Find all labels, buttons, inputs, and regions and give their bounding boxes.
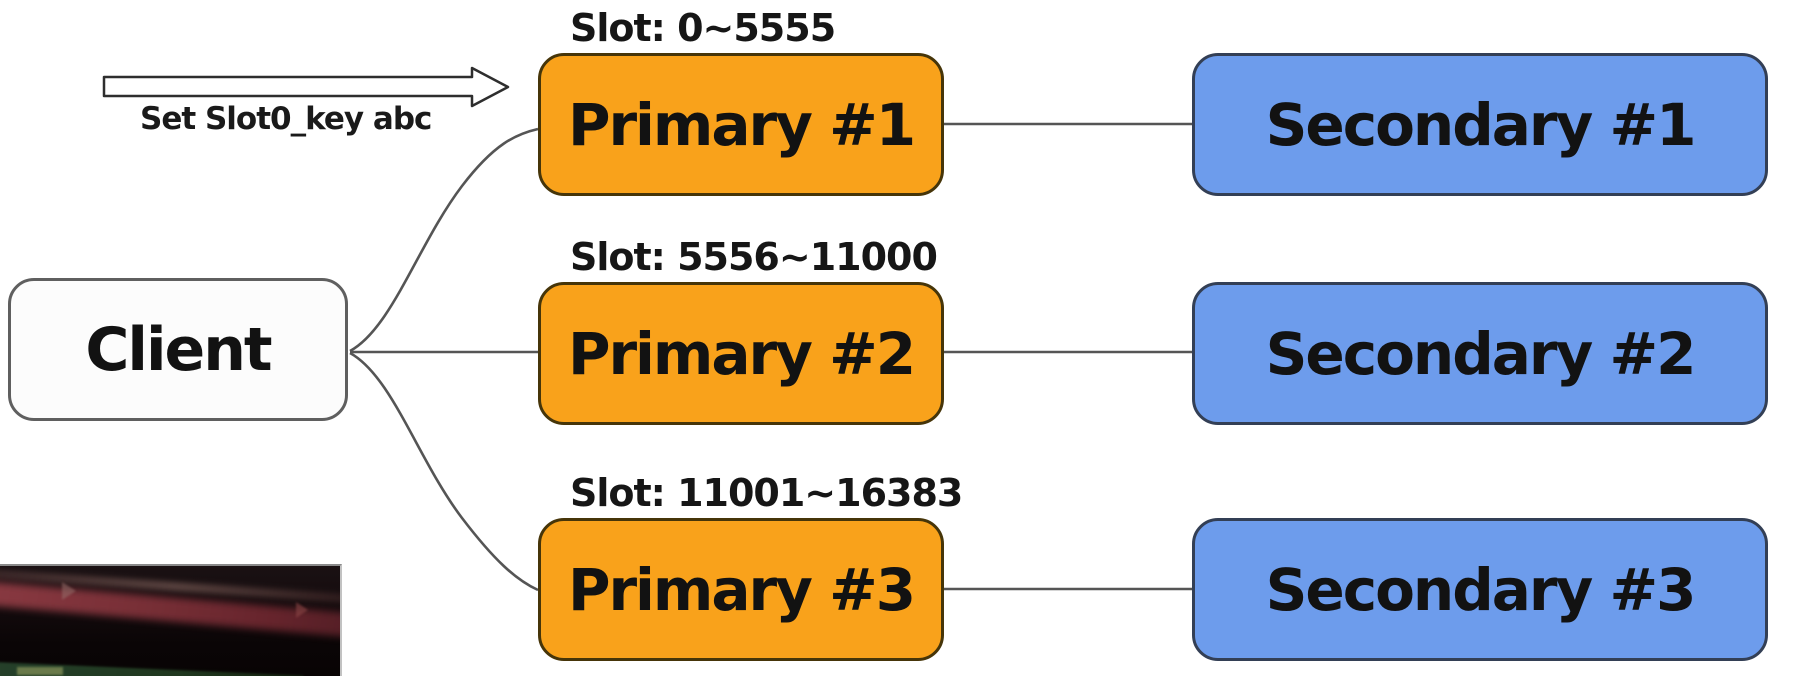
primary-node-1-label: Primary #1	[567, 90, 916, 159]
edge-client-primary3	[349, 351, 539, 592]
secondary-node-2: Secondary #2	[1192, 282, 1768, 425]
primary-node-3: Primary #3	[538, 518, 944, 661]
secondary-node-1: Secondary #1	[1192, 53, 1768, 196]
primary-node-2-label: Primary #2	[567, 319, 916, 388]
primary-node-3-label: Primary #3	[567, 555, 916, 624]
video-triangle-shape-left	[62, 582, 76, 600]
secondary-node-3: Secondary #3	[1192, 518, 1768, 661]
slot-label-2: Slot: 5556~11000	[570, 235, 938, 279]
secondary-node-1-label: Secondary #1	[1265, 90, 1697, 159]
slot-label-1: Slot: 0~5555	[570, 6, 836, 50]
secondary-node-3-label: Secondary #3	[1265, 555, 1697, 624]
video-thumbnail	[0, 564, 342, 676]
video-triangle-shape-right	[296, 602, 308, 618]
client-node-label: Client	[85, 314, 272, 385]
primary-node-1: Primary #1	[538, 53, 944, 196]
secondary-node-2-label: Secondary #2	[1265, 319, 1697, 388]
slot-label-3: Slot: 11001~16383	[570, 471, 963, 515]
client-node: Client	[8, 278, 348, 421]
request-arrow-icon	[102, 66, 510, 108]
edge-client-primary1	[349, 127, 539, 353]
request-arrow-label: Set Slot0_key abc	[140, 101, 432, 137]
client-fanout-curves	[349, 122, 1192, 592]
video-green-label-blob	[17, 667, 63, 675]
primary-node-2: Primary #2	[538, 282, 944, 425]
